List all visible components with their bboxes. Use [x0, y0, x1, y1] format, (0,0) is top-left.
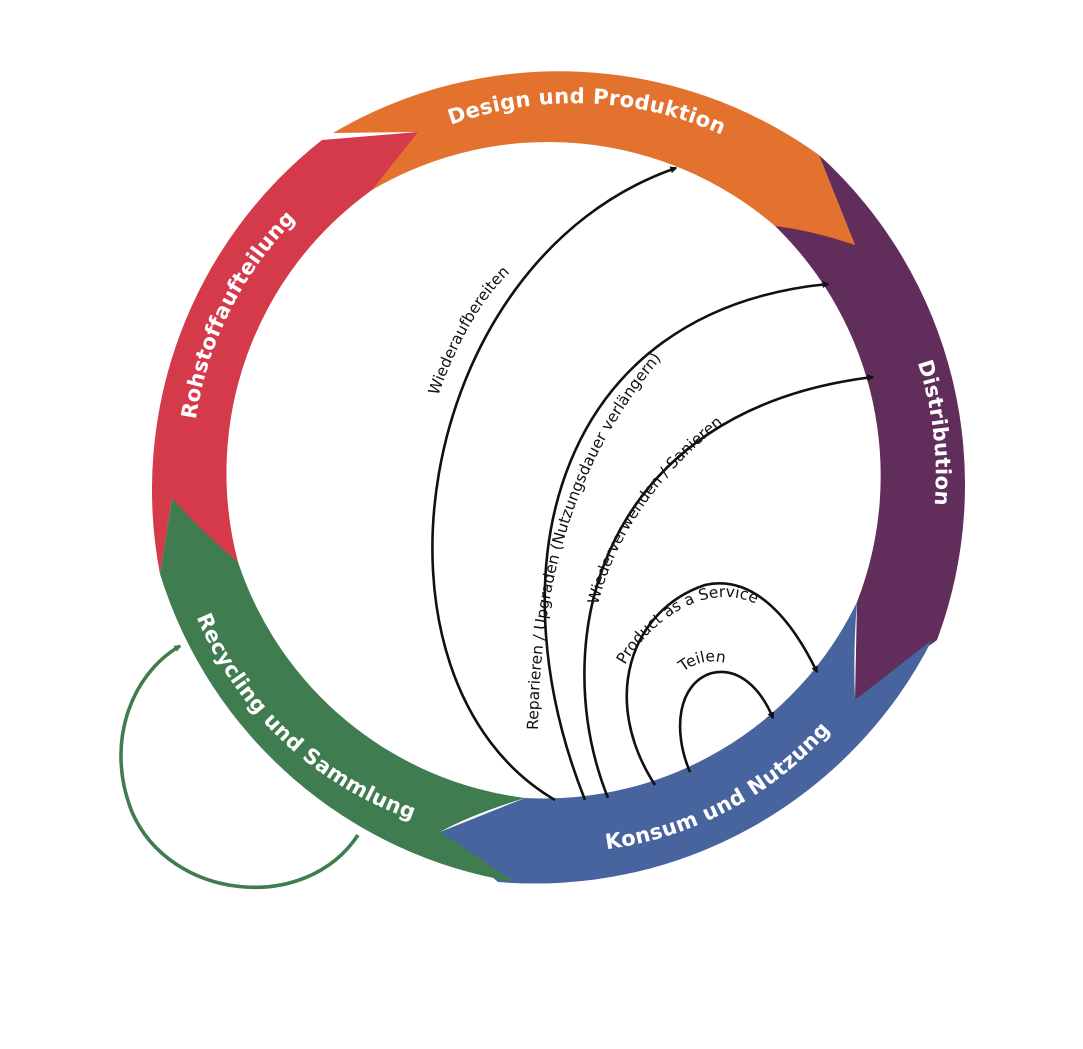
distribution-segment [775, 155, 966, 700]
wiederverwenden-arrow [583, 374, 875, 799]
wiederaufbereiten-label: Wiederaufbereiten [425, 263, 513, 398]
recycling-segment [160, 498, 525, 882]
reparieren-arrow [543, 281, 830, 801]
design-segment [333, 71, 855, 245]
rohstoff-segment [151, 132, 418, 574]
reparieren-label: Reparieren / Upgraden (Nutzungsdauer ver… [524, 349, 665, 730]
recycling-loop-arrow [119, 644, 360, 889]
konsum-segment [440, 602, 932, 884]
wiederaufbereiten-arrow [431, 166, 678, 802]
teilen-arrow [678, 670, 775, 773]
paas-arrow [625, 582, 819, 786]
